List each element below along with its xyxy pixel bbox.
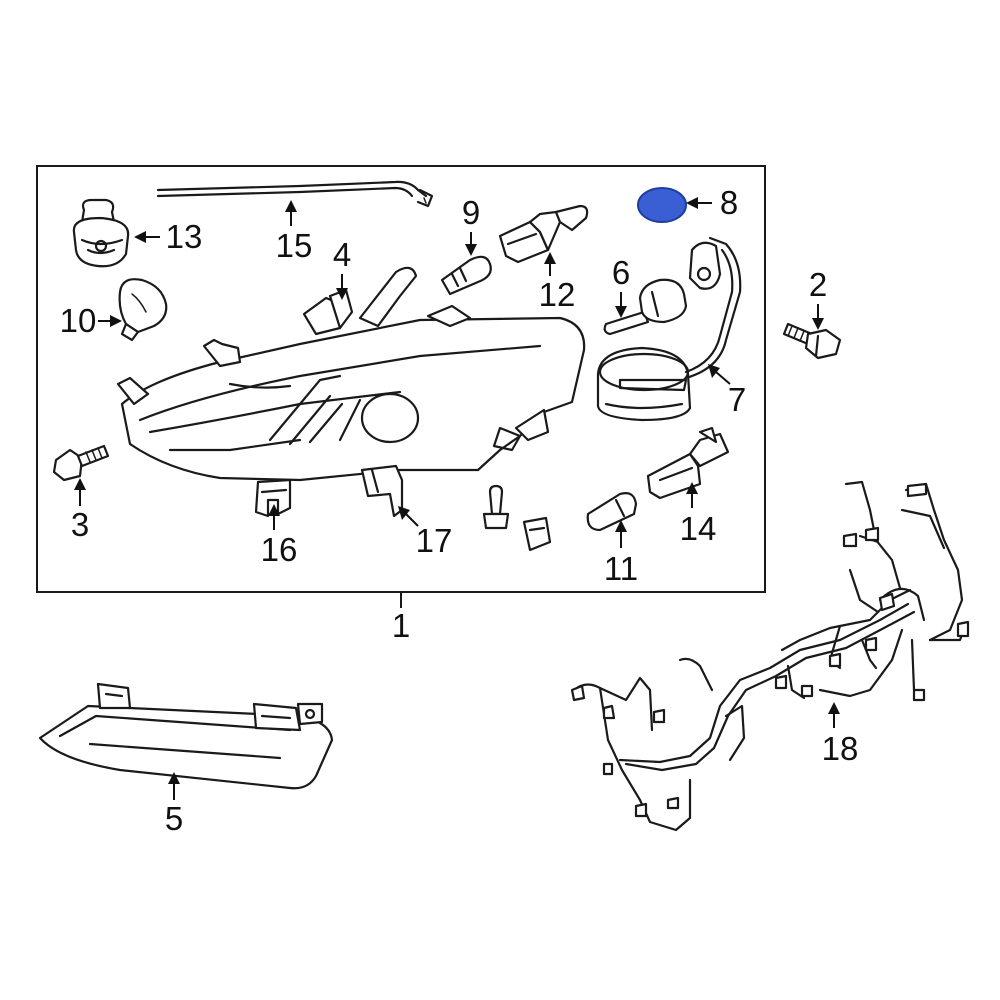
part-7-socket-harness xyxy=(596,236,742,422)
callout-2: 2 xyxy=(809,266,827,330)
callout-label-18: 18 xyxy=(822,730,859,767)
callout-label-15: 15 xyxy=(276,227,313,264)
callout-label-8: 8 xyxy=(720,184,738,221)
part-16-bracket xyxy=(254,478,292,518)
part-17-bracket xyxy=(360,464,404,518)
callout-label-4: 4 xyxy=(333,236,351,273)
part-18-wiring-harness xyxy=(570,480,970,832)
callout-8: 8 xyxy=(686,184,738,221)
part-2-bolt xyxy=(782,322,842,360)
callout-5: 5 xyxy=(165,772,183,837)
callout-label-12: 12 xyxy=(539,276,576,313)
callout-16: 16 xyxy=(261,504,298,568)
callout-1: 1 xyxy=(392,607,410,644)
part-15-wire-strip xyxy=(156,180,434,208)
callout-label-9: 9 xyxy=(462,194,480,231)
part-8-cap xyxy=(637,187,687,223)
callout-11: 11 xyxy=(604,520,638,587)
callout-17: 17 xyxy=(398,506,452,559)
part-4-headlamp-housing xyxy=(116,266,586,482)
part-5-lower-lamp xyxy=(38,682,334,790)
callout-13: 13 xyxy=(134,218,202,255)
callout-4: 4 xyxy=(333,236,351,300)
callout-label-1: 1 xyxy=(392,607,410,644)
part-6-bulb xyxy=(603,278,688,336)
small-clip xyxy=(522,516,552,552)
callout-label-14: 14 xyxy=(680,510,717,547)
callout-label-13: 13 xyxy=(166,218,203,255)
small-bolt xyxy=(482,484,510,530)
callout-3: 3 xyxy=(71,478,89,543)
part-12-bulb xyxy=(498,204,589,264)
part-14-socket xyxy=(646,426,730,500)
callout-12: 12 xyxy=(539,252,576,313)
part-9-wedge-bulb xyxy=(440,255,492,296)
callout-label-2: 2 xyxy=(809,266,827,303)
callout-label-17: 17 xyxy=(416,522,453,559)
callout-label-16: 16 xyxy=(261,531,298,568)
part-3-bolt xyxy=(52,444,110,482)
callout-6: 6 xyxy=(612,254,630,318)
callout-7: 7 xyxy=(708,364,746,418)
part-13-socket xyxy=(72,198,130,268)
callout-18: 18 xyxy=(822,702,859,767)
callout-label-6: 6 xyxy=(612,254,630,291)
callout-9: 9 xyxy=(462,194,480,256)
callout-label-10: 10 xyxy=(60,302,97,339)
part-10-bulb xyxy=(118,278,168,342)
callout-label-11: 11 xyxy=(604,550,638,587)
callout-15: 15 xyxy=(276,200,313,264)
callout-label-3: 3 xyxy=(71,506,89,543)
callout-10: 10 xyxy=(60,302,122,339)
callout-label-5: 5 xyxy=(165,800,183,837)
part-11-wedge-bulb xyxy=(586,492,638,532)
callout-label-7: 7 xyxy=(728,381,746,418)
callout-14: 14 xyxy=(680,482,717,547)
